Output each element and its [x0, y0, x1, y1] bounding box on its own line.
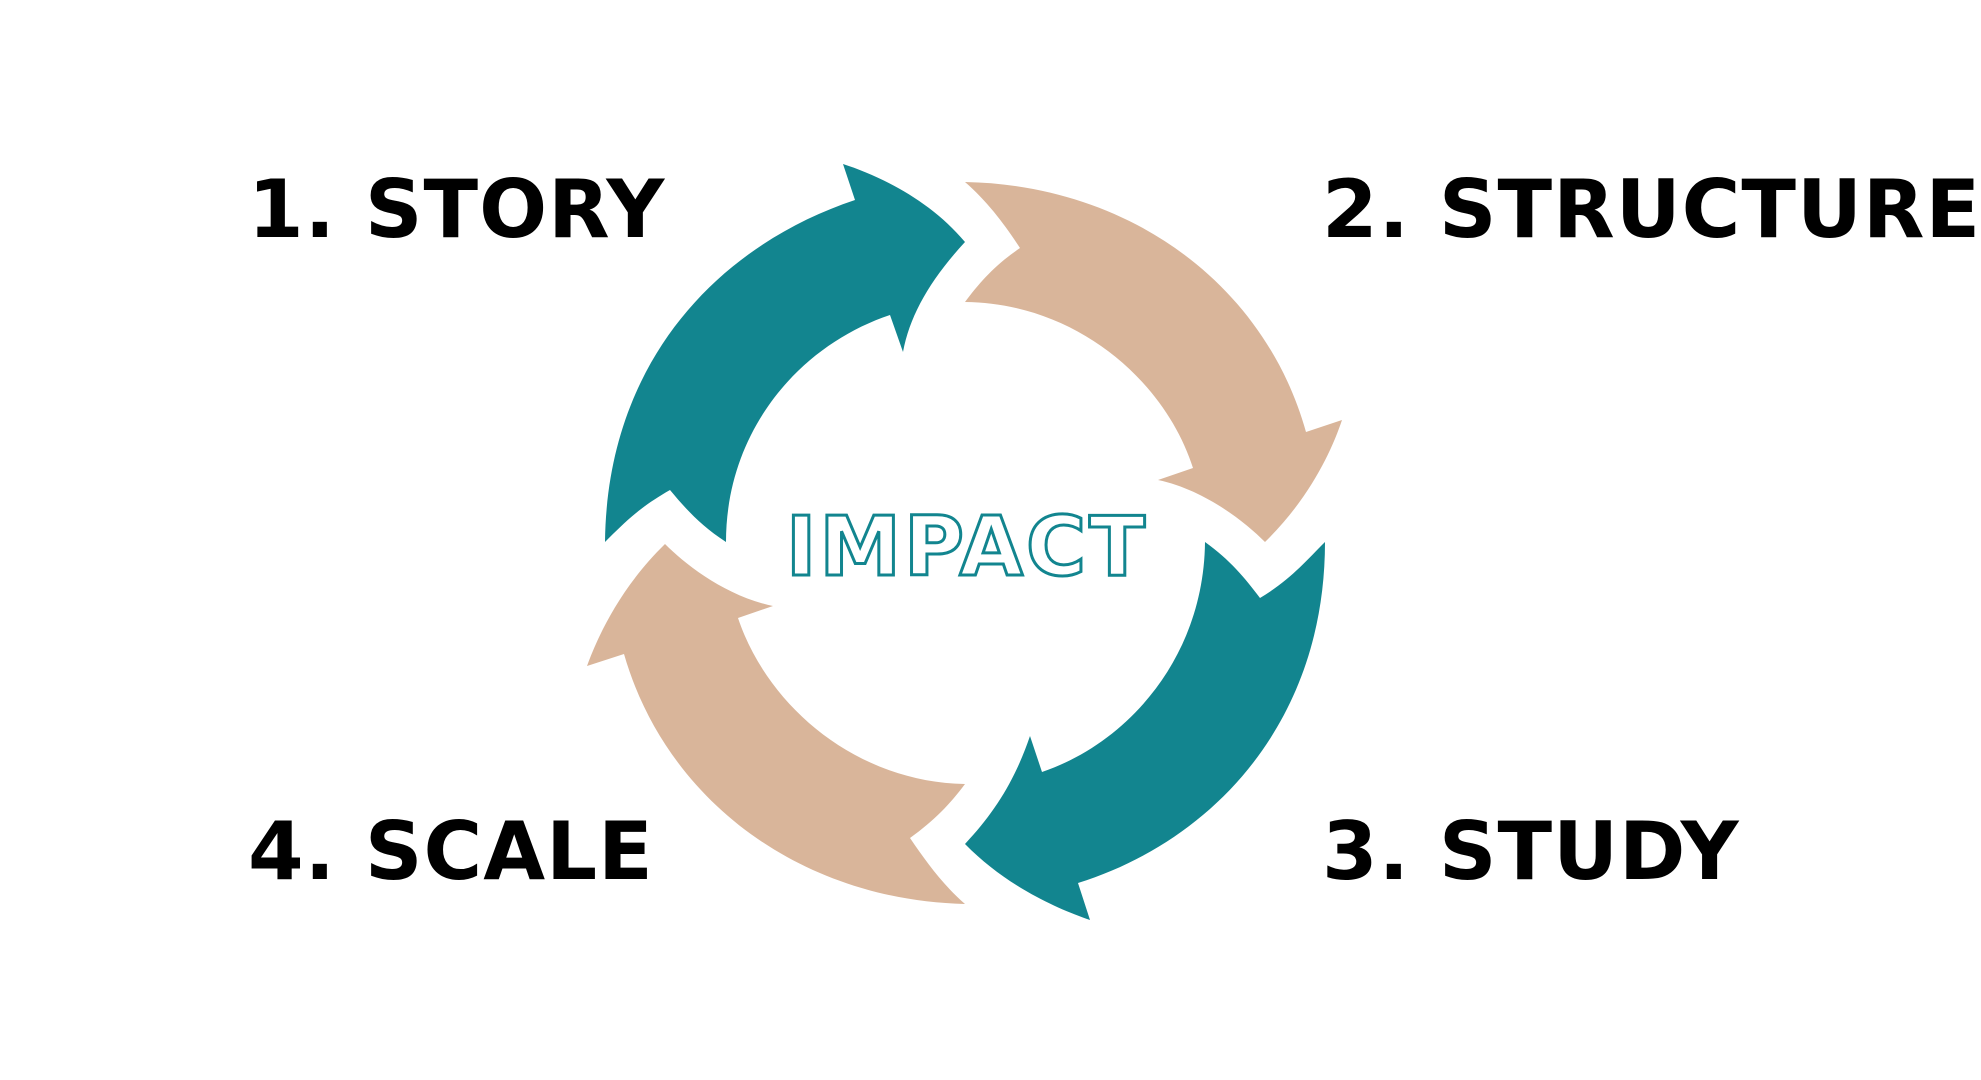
step-label-story: 1. STORY [248, 163, 666, 256]
arrow-scale [587, 544, 965, 904]
cycle-arrows: IMPACT [587, 164, 1342, 920]
arrow-study [965, 542, 1325, 920]
arrow-structure [965, 182, 1342, 542]
step-label-structure: 2. STRUCTURE [1322, 163, 1981, 256]
center-title: IMPACT [786, 500, 1148, 595]
cycle-diagram: IMPACT 1. STORY 2. STRUCTURE 3. STUDY 4.… [248, 163, 1980, 920]
step-label-scale: 4. SCALE [248, 805, 654, 898]
arrow-story [605, 164, 965, 542]
step-label-study: 3. STUDY [1322, 805, 1740, 898]
